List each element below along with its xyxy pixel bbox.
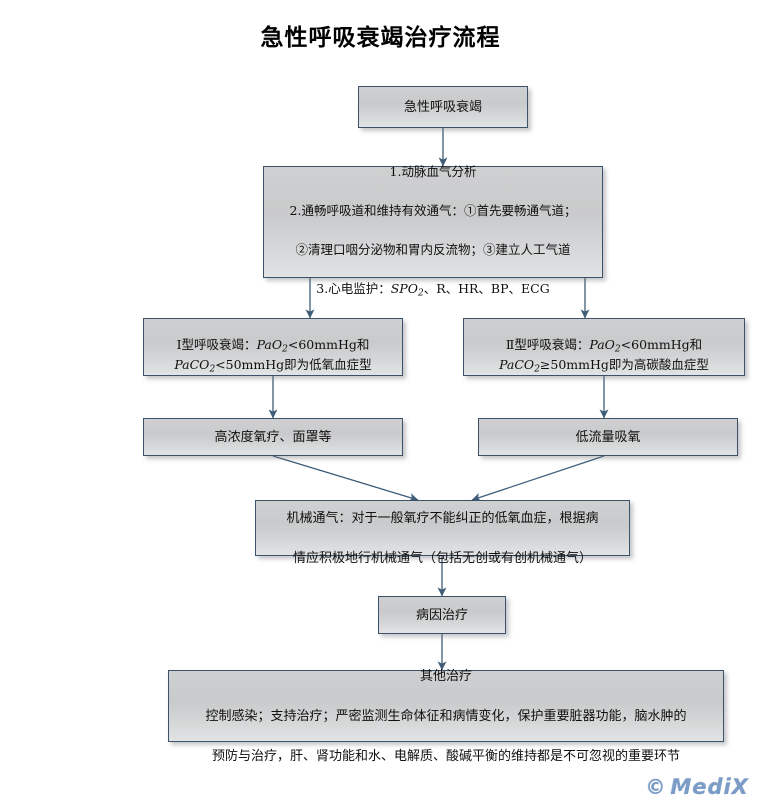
watermark-text: MediX xyxy=(670,775,749,799)
pao2-subscript: 2 xyxy=(614,344,621,355)
mechvent-line-1: 机械通气：对于一般氧疗不能纠正的低氧血症，根据病 xyxy=(286,509,599,525)
node-low-flow-oxygen[interactable]: 低流量吸氧 xyxy=(478,418,738,456)
type2-suffix: ≥50mmHg即为高碳酸血症型 xyxy=(539,357,709,373)
node-body: 机械通气：对于一般氧疗不能纠正的低氧血症，根据病 情应积极地行机械通气（包括无创… xyxy=(286,488,598,569)
node-label: 高浓度氧疗、面罩等 xyxy=(214,428,332,444)
node-label: 低流量吸氧 xyxy=(575,428,641,444)
spo2-subscript: 2 xyxy=(417,288,424,299)
node-label: 病因治疗 xyxy=(415,606,468,622)
spo2-variable: SPO xyxy=(390,280,418,296)
node-body: 其他治疗 控制感染；支持治疗；严密监测生命体征和病情变化，保护重要脏器功能，脑水… xyxy=(205,646,686,767)
assessment-line-4: 3.心电监护：SPO2、R、HR、BP、ECG xyxy=(316,280,550,299)
paco2-variable: PaCO xyxy=(499,357,535,373)
node-label: 急性呼吸衰竭 xyxy=(403,98,482,114)
node-etiologic-treatment[interactable]: 病因治疗 xyxy=(378,596,506,634)
node-initial-assessment[interactable]: 1.动脉血气分析 2.通畅呼吸道和维持有效通气：①首先要畅通气道； ②清理口咽分… xyxy=(263,164,603,298)
node-body: 1.动脉血气分析 2.通畅呼吸道和维持有效通气：①首先要畅通气道； ②清理口咽分… xyxy=(290,143,577,301)
other-treatment-line-2: 预防与治疗，肝、肾功能和水、电解质、酸碱平衡的维持都是不可忽视的重要环节 xyxy=(211,748,680,764)
paco2-subscript: 2 xyxy=(534,364,540,375)
paco2-variable: PaCO xyxy=(174,357,210,373)
type1-prefix: Ⅰ型呼吸衰竭： xyxy=(176,336,257,352)
paco2-subscript: 2 xyxy=(209,364,216,375)
pao2-subscript: 2 xyxy=(282,344,288,355)
page-title: 急性呼吸衰竭治疗流程 xyxy=(260,24,501,51)
mechvent-line-2: 情应积极地行机械通气（包括无创或有创机械通气） xyxy=(292,550,592,566)
assessment-line-4-suffix: 、R、HR、BP、ECG xyxy=(423,280,550,296)
assessment-line-2: 2.通畅呼吸道和维持有效通气：①首先要畅通气道； xyxy=(289,203,577,219)
node-acute-respiratory-failure[interactable]: 急性呼吸衰竭 xyxy=(358,86,528,128)
assessment-line-3: ②清理口咽分泌物和胃内反流物；③建立人工气道 xyxy=(295,241,571,257)
other-treatment-heading: 其他治疗 xyxy=(419,667,472,683)
node-mechanical-ventilation[interactable]: 机械通气：对于一般氧疗不能纠正的低氧血症，根据病 情应积极地行机械通气（包括无创… xyxy=(255,500,630,565)
type1-mid: <60mmHg和 xyxy=(287,336,370,352)
assessment-line-4-prefix: 3.心电监护： xyxy=(316,280,391,296)
type2-mid: <60mmHg和 xyxy=(620,336,703,352)
copyright-icon: © xyxy=(645,775,667,799)
other-treatment-line-1: 控制感染；支持治疗；严密监测生命体征和病情变化，保护重要脏器功能，脑水肿的 xyxy=(205,708,687,723)
type1-suffix: <50mmHg即为低氧血症型 xyxy=(215,357,372,373)
assessment-line-1: 1.动脉血气分析 xyxy=(389,164,477,180)
pao2-variable: PaO xyxy=(256,336,283,352)
pao2-variable: PaO xyxy=(589,336,615,352)
watermark: ©MediX xyxy=(645,775,749,799)
node-high-concentration-oxygen[interactable]: 高浓度氧疗、面罩等 xyxy=(143,418,403,456)
node-other-treatment[interactable]: 其他治疗 控制感染；支持治疗；严密监测生命体征和病情变化，保护重要脏器功能，脑水… xyxy=(168,668,724,763)
type2-prefix: Ⅱ型呼吸衰竭： xyxy=(505,336,590,352)
